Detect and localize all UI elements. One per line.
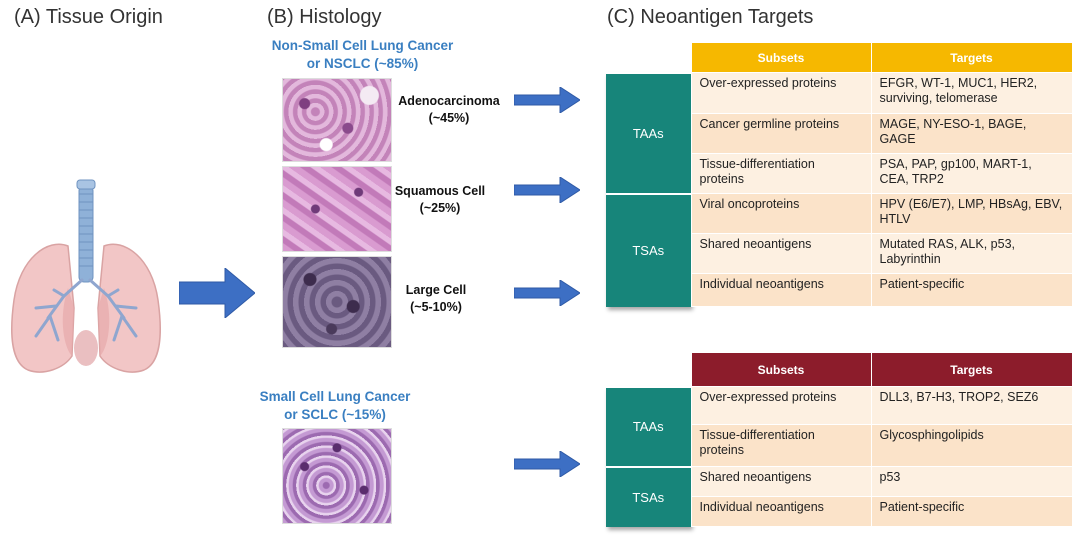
sclc-heading-line1: Small Cell Lung Cancer (259, 389, 411, 404)
arrow-lungs-to-histology (179, 268, 255, 318)
adenocarcinoma-histology-image (282, 78, 392, 162)
arrow-small-cell (514, 451, 580, 477)
squamous-cell-histology-image (282, 166, 392, 252)
sclc-targets-cell: Glycosphingolipids (870, 424, 1073, 467)
large-cell-name: Large Cell (405, 283, 467, 297)
nsclc-heading-line2: or NSCLC (~85%) (306, 56, 419, 71)
nsclc-targets-cell: MAGE, NY-ESO-1, BAGE, GAGE (870, 113, 1073, 154)
arrow-adenocarcinoma (514, 87, 580, 113)
sclc-heading: Small Cell Lung Cancer or SCLC (~15%) (255, 388, 415, 424)
sclc-subset-cell: Over-expressed proteins (690, 386, 872, 425)
adenocarcinoma-name: Adenocarcinoma (398, 94, 500, 108)
large-cell-label: Large Cell (~5-10%) (394, 282, 478, 316)
nsclc-targets-cell: Mutated RAS, ALK, p53, Labyrinthin (870, 233, 1073, 274)
nsclc-neoantigen-table: Subsets Targets TAAs Over-expressed prot… (606, 42, 1073, 307)
squamous-cell-name: Squamous Cell (394, 184, 486, 198)
large-cell-percent: (~5-10%) (410, 300, 462, 314)
sclc-targets-cell: Patient-specific (870, 496, 1073, 527)
nsclc-subset-cell: Tissue-differentiation proteins (690, 153, 872, 194)
nsclc-targets-header: Targets (870, 42, 1073, 73)
squamous-cell-percent: (~25%) (419, 201, 461, 215)
sclc-targets-cell: p53 (870, 466, 1073, 497)
nsclc-tsas-category: TSAs (606, 192, 691, 307)
sclc-tsas-category: TSAs (606, 465, 691, 527)
nsclc-targets-cell: HPV (E6/E7), LMP, HBsAg, EBV, HTLV (870, 193, 1073, 234)
nsclc-taas-category: TAAs (606, 71, 691, 194)
sclc-targets-cell: DLL3, B7-H3, TROP2, SEZ6 (870, 386, 1073, 425)
sclc-subset-cell: Tissue-differentiation proteins (690, 424, 872, 467)
sclc-taas-category: TAAs (606, 385, 691, 467)
sclc-heading-line2: or SCLC (~15%) (284, 407, 386, 422)
nsclc-targets-cell: Patient-specific (870, 273, 1073, 307)
arrow-squamous-cell (514, 177, 580, 203)
arrow-large-cell (514, 280, 580, 306)
histology-title: (B) Histology (267, 6, 382, 28)
nsclc-subsets-header: Subsets (690, 42, 872, 73)
neoantigen-targets-title: (C) Neoantigen Targets (607, 6, 814, 28)
nsclc-subset-cell: Shared neoantigens (690, 233, 872, 274)
tissue-origin-title: (A) Tissue Origin (14, 6, 163, 28)
sclc-subset-cell: Individual neoantigens (690, 496, 872, 527)
sclc-subsets-header: Subsets (690, 352, 872, 387)
lungs-illustration (11, 179, 161, 373)
nsclc-heading-line1: Non-Small Cell Lung Cancer (271, 38, 454, 53)
nsclc-subset-cell: Cancer germline proteins (690, 113, 872, 154)
nsclc-subset-cell: Over-expressed proteins (690, 72, 872, 114)
adenocarcinoma-label: Adenocarcinoma (~45%) (390, 93, 508, 127)
squamous-cell-label: Squamous Cell (~25%) (390, 183, 490, 217)
sclc-subset-cell: Shared neoantigens (690, 466, 872, 497)
nsclc-subset-cell: Viral oncoproteins (690, 193, 872, 234)
nsclc-targets-cell: EFGR, WT-1, MUC1, HER2, surviving, telom… (870, 72, 1073, 114)
nsclc-subset-cell: Individual neoantigens (690, 273, 872, 307)
nsclc-heading: Non-Small Cell Lung Cancer or NSCLC (~85… (255, 37, 470, 73)
adenocarcinoma-percent: (~45%) (428, 111, 470, 125)
sclc-neoantigen-table: Subsets Targets TAAs Over-expressed prot… (606, 352, 1073, 527)
small-cell-histology-image (282, 428, 392, 524)
sclc-targets-header: Targets (870, 352, 1073, 387)
large-cell-histology-image (282, 256, 392, 348)
nsclc-targets-cell: PSA, PAP, gp100, MART-1, CEA, TRP2 (870, 153, 1073, 194)
